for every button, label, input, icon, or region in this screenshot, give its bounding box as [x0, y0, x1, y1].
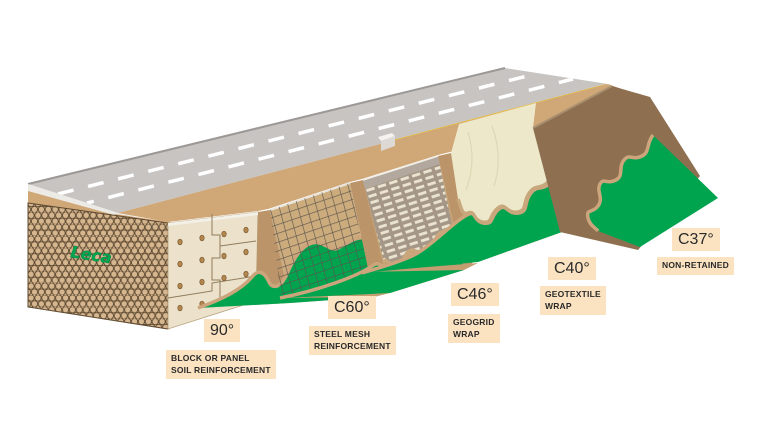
road-slab-edge: [28, 184, 118, 217]
desc-label-steel-mesh: STEEL MESH REINFORCEMENT: [309, 326, 396, 355]
lane-markings: [57, 71, 574, 205]
non-retained-slope: [532, 85, 718, 250]
desc-label-non-retained: NON-RETAINED: [657, 257, 734, 275]
desc-label-block-panel: BLOCK OR PANEL SOIL REINFORCEMENT: [166, 350, 276, 379]
shoulder-block: [378, 133, 395, 151]
angle-label-c46: C46°: [451, 283, 499, 306]
desc-label-geotextile: GEOTEXTILE WRAP: [540, 286, 606, 315]
desc-line: BLOCK OR PANEL: [171, 353, 250, 363]
geotextile-fabric: [451, 103, 548, 223]
desc-line: WRAP: [453, 328, 480, 339]
desc-label-geogrid: GEOGRID WRAP: [448, 314, 500, 343]
panel-wall-face: [167, 211, 259, 330]
desc-line: STEEL MESH: [314, 329, 371, 339]
desc-line: GEOTEXTILE: [545, 289, 601, 299]
angle-label-c37: C37°: [672, 228, 720, 251]
leca-fill-face: Leca: [27, 202, 169, 330]
desc-line: SOIL REINFORCEMENT: [171, 364, 271, 375]
angle-label-90: 90°: [204, 319, 241, 342]
desc-line: GEOGRID: [453, 317, 495, 327]
grass-c46: [280, 232, 464, 298]
angle-label-c60: C60°: [328, 296, 376, 319]
grass-c40: [362, 184, 562, 273]
steel-mesh-slope: [197, 182, 374, 310]
angle-label-c40: C40°: [548, 257, 596, 280]
desc-line: REINFORCEMENT: [314, 340, 391, 351]
desc-line: WRAP: [545, 300, 572, 311]
geotextile-slope: [361, 103, 562, 275]
desc-line: NON-RETAINED: [662, 260, 729, 270]
grass-c37: [587, 135, 718, 247]
